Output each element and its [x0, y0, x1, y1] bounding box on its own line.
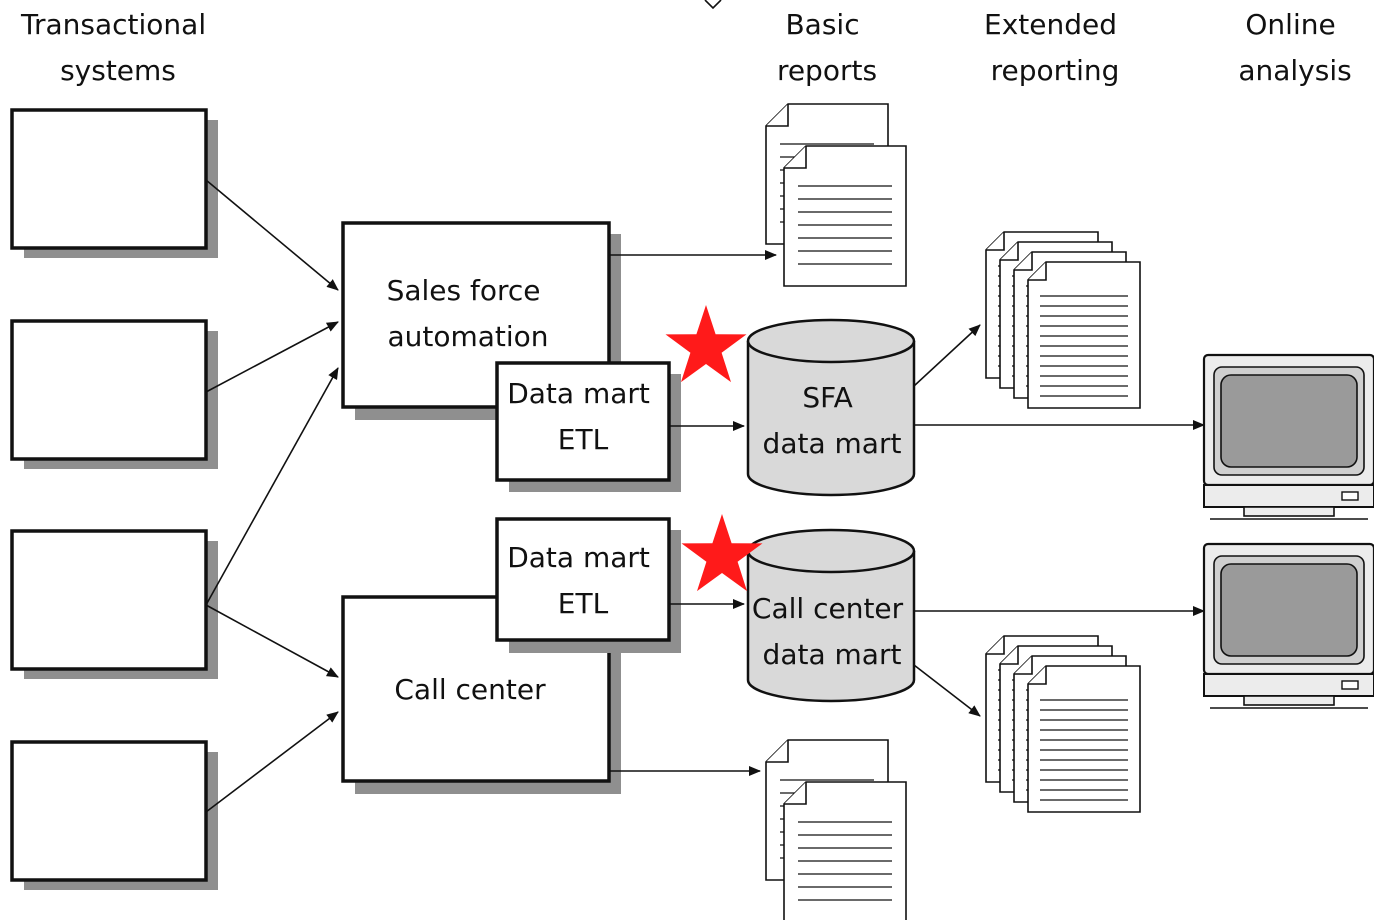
computer-stand [1243, 695, 1335, 706]
report-stack-icon [985, 635, 1141, 813]
arrow-sfa-mart-to-extended-reports [913, 324, 981, 387]
arrow-sys2-to-sfa [205, 321, 339, 393]
sales-force-automation-box: Sales force automation [341, 221, 621, 420]
transactional-system-box-1 [10, 108, 218, 258]
etl-top-label: Data mart ETL [507, 377, 659, 456]
call-center-label: Call center [394, 673, 546, 706]
header-basic-reports: Basic reports [777, 8, 877, 87]
computer-stand [1243, 506, 1335, 517]
etl-bottom-label: Data mart ETL [507, 541, 659, 620]
drive-slot [1341, 680, 1359, 690]
transactional-system-box-4 [10, 740, 218, 890]
monitor-screen [1220, 374, 1358, 468]
arrow-sys4-to-call-center [205, 711, 339, 813]
star-icon [665, 305, 747, 383]
arrow-call-center-mart-to-extended-reports [913, 664, 981, 717]
header-transactional-systems: Transactional systems [20, 8, 215, 87]
sfa-data-mart-cylinder: SFA data mart [746, 318, 916, 497]
data-mart-etl-box-bottom: Data mart ETL [495, 517, 681, 653]
report-stack-icon [985, 231, 1141, 409]
header-extended-reporting: Extended reporting [984, 8, 1126, 87]
star-icon [681, 514, 763, 592]
header-online-analysis: Online analysis [1238, 8, 1351, 87]
sfa-data-mart-label: SFA data mart [763, 381, 902, 460]
arrow-sys1-to-sfa [205, 179, 339, 291]
top-mark [704, 0, 722, 10]
transactional-system-box-3 [10, 529, 218, 679]
sales-force-automation-label: Sales force automation [387, 274, 550, 353]
computer-terminal-icon [1202, 353, 1374, 520]
computer-terminal-icon [1202, 542, 1374, 709]
arrow-sys3-to-sfa [205, 367, 339, 606]
monitor-screen [1220, 563, 1358, 657]
arrow-sys3-to-call-center [205, 604, 339, 678]
report-document-icon [765, 739, 907, 920]
call-center-data-mart-cylinder: Call center data mart [746, 528, 916, 703]
report-document-icon [765, 103, 907, 287]
data-mart-etl-box-top: Data mart ETL [495, 361, 681, 492]
call-center-data-mart-label: Call center data mart [752, 592, 912, 671]
transactional-system-box-2 [10, 319, 218, 469]
drive-slot [1341, 491, 1359, 501]
